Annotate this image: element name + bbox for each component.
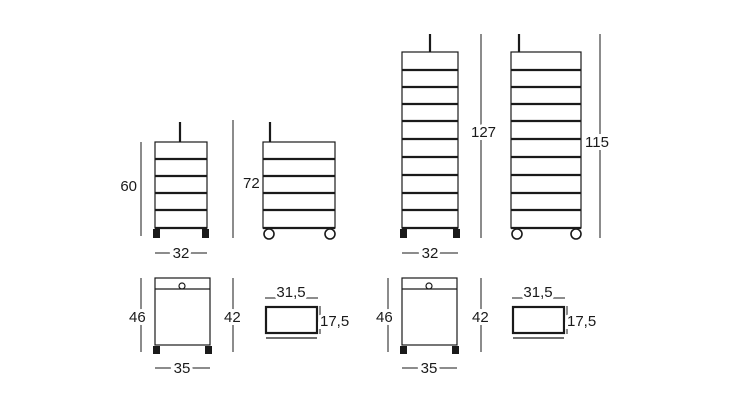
drawer-insert-left: 31,5 17,5 — [264, 281, 352, 339]
tall-unit-feet-front — [400, 34, 460, 238]
dim-label-60: 60 — [120, 178, 137, 195]
dim-label-72: 72 — [243, 175, 260, 192]
dim-label-46-right: 46 — [376, 309, 393, 326]
dim-top-view-width: 35 — [155, 357, 210, 380]
dim-label-127: 127 — [471, 124, 496, 141]
dim-top-view-depth: 46 — [126, 278, 149, 352]
dim-top-view-depth-2: 42 — [221, 278, 244, 352]
dim-label-17-5-right: 17,5 — [567, 313, 596, 330]
dim-label-31-5-right: 31,5 — [523, 284, 552, 301]
dim-tall-total-height: 115 — [582, 34, 612, 238]
dim-label-31-5: 31,5 — [276, 284, 305, 301]
dim-top-view-depth-right: 46 — [373, 278, 396, 352]
small-unit-feet-front — [153, 122, 209, 238]
top-view-right — [400, 277, 459, 354]
dim-label-42: 42 — [224, 309, 241, 326]
dim-top-view-width-right: 35 — [402, 357, 457, 380]
dim-small-height: 60 — [120, 142, 142, 236]
dim-tall-height: 127 — [468, 34, 499, 238]
dim-label-32: 32 — [173, 245, 190, 262]
dim-top-view-depth-2-right: 42 — [469, 278, 492, 352]
dim-label-115: 115 — [585, 134, 609, 151]
drawer-insert-right: 31,5 17,5 — [511, 281, 599, 339]
dim-label-46: 46 — [129, 309, 146, 326]
dim-label-35-right: 35 — [421, 360, 438, 377]
tall-unit-castors-side — [510, 34, 582, 240]
dim-label-17-5: 17,5 — [320, 313, 349, 330]
dim-label-42-right: 42 — [472, 309, 489, 326]
top-view-left — [153, 277, 212, 354]
dim-tall-width: 32 — [402, 242, 458, 265]
dim-label-32-tall: 32 — [422, 245, 439, 262]
dim-label-35: 35 — [174, 360, 191, 377]
small-unit-castors-side: 72 — [232, 120, 336, 240]
dim-small-width: 32 — [155, 242, 207, 265]
